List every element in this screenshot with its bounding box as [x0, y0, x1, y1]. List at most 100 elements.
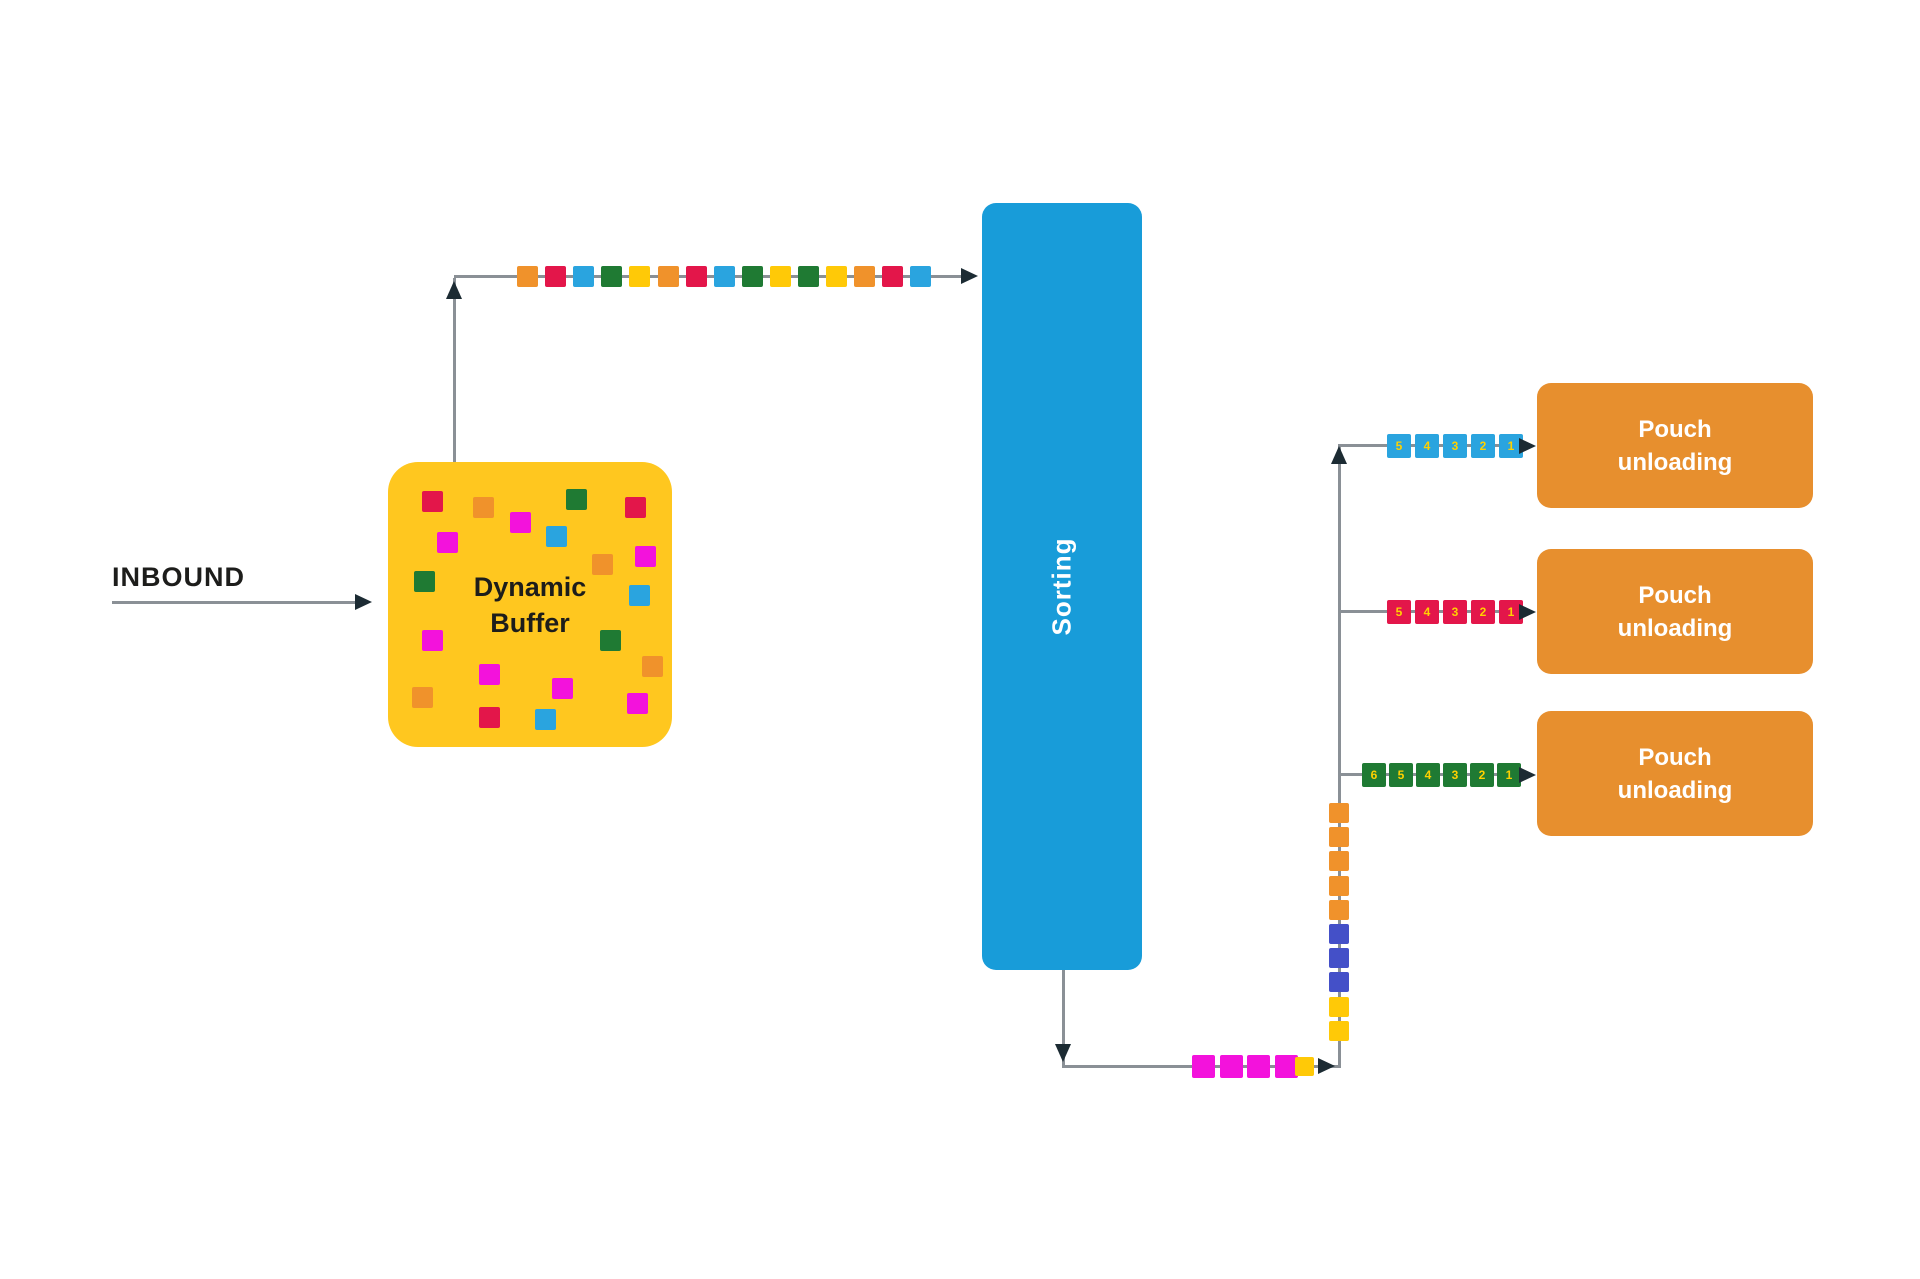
sorting-box: Sorting	[982, 203, 1142, 970]
conveyor-parcel-square	[658, 266, 679, 287]
numbered-parcel-square: 6	[1362, 763, 1386, 787]
buffer-parcel-square	[479, 707, 500, 728]
conveyor-parcel-square	[882, 266, 903, 287]
buffer-parcel-square	[635, 546, 656, 567]
queue-position-number: 2	[1479, 439, 1487, 453]
queue-position-number: 1	[1507, 605, 1515, 619]
buffer-parcel-square	[422, 630, 443, 651]
distribution-riser-line	[1338, 444, 1341, 1067]
pouch-unloading-box-1: Pouch unloading	[1537, 383, 1813, 508]
pouch-box-label-line1: Pouch	[1638, 581, 1712, 609]
queue-position-number: 4	[1423, 439, 1431, 453]
conveyor-parcel-square	[714, 266, 735, 287]
conveyor-parcel-square	[798, 266, 819, 287]
inbound-flow-line	[112, 601, 358, 604]
buffer-parcel-square	[412, 687, 433, 708]
numbered-parcel-square: 3	[1443, 763, 1467, 787]
riser-parcel-square	[1329, 1021, 1349, 1041]
buffer-parcel-square	[625, 497, 646, 518]
buffer-dots	[388, 462, 672, 747]
queue-position-number: 2	[1478, 768, 1486, 782]
riser-parcel-square	[1329, 924, 1349, 944]
numbered-parcel-square: 5	[1387, 600, 1411, 624]
riser-parcel-square	[1329, 900, 1349, 920]
riser-parcel-square	[1329, 876, 1349, 896]
conveyor-parcel-square	[770, 266, 791, 287]
conveyor-parcel-square	[573, 266, 594, 287]
conveyor-flow-line	[454, 275, 964, 278]
buffer-parcel-square	[592, 554, 613, 575]
buffer-parcel-square	[437, 532, 458, 553]
recirculation-parcel-square	[1295, 1057, 1314, 1076]
numbered-parcel-square: 2	[1471, 434, 1495, 458]
inbound-label: INBOUND	[112, 562, 245, 592]
pouch-unloading-box-2: Pouch unloading	[1537, 549, 1813, 674]
queue-position-number: 2	[1479, 605, 1487, 619]
buffer-outbound-line	[453, 278, 456, 462]
recirculation-parcel-square	[1247, 1055, 1270, 1078]
queue-position-number: 1	[1507, 439, 1515, 453]
conveyor-parcel-square	[910, 266, 931, 287]
buffer-parcel-square	[473, 497, 494, 518]
numbered-parcel-square: 5	[1389, 763, 1413, 787]
numbered-parcel-square: 5	[1387, 434, 1411, 458]
riser-parcel-square	[1329, 997, 1349, 1017]
pouch-box-label-line2: unloading	[1617, 614, 1733, 642]
buffer-parcel-square	[546, 526, 567, 547]
queue-position-number: 3	[1451, 605, 1459, 619]
queue-position-number: 5	[1397, 768, 1405, 782]
buffer-parcel-square	[422, 491, 443, 512]
buffer-parcel-square	[552, 678, 573, 699]
riser-parcel-square	[1329, 803, 1349, 823]
arrow-down-icon	[1055, 1044, 1071, 1062]
arrow-up-icon	[1331, 446, 1347, 464]
numbered-parcel-square: 3	[1443, 600, 1467, 624]
queue-position-number: 3	[1451, 439, 1459, 453]
buffer-parcel-square	[479, 664, 500, 685]
conveyor-parcel-square	[517, 266, 538, 287]
numbered-parcel-square: 2	[1470, 763, 1494, 787]
recirculation-parcel-square	[1275, 1055, 1298, 1078]
buffer-parcel-square	[642, 656, 663, 677]
arrow-right-icon	[1519, 767, 1536, 783]
sorting-label: Sorting	[1046, 537, 1077, 636]
riser-parcel-square	[1329, 948, 1349, 968]
buffer-parcel-square	[414, 571, 435, 592]
buffer-parcel-square	[566, 489, 587, 510]
numbered-parcel-square: 4	[1416, 763, 1440, 787]
pouch-unloading-box-3: Pouch unloading	[1537, 711, 1813, 836]
buffer-label-line2: Buffer	[490, 607, 570, 638]
conveyor-parcel-square	[826, 266, 847, 287]
conveyor-parcel-square	[854, 266, 875, 287]
riser-parcel-square	[1329, 972, 1349, 992]
pouch-box-label-line2: unloading	[1617, 776, 1733, 804]
arrow-right-icon	[1519, 438, 1536, 454]
buffer-label-line1: Dynamic	[473, 571, 587, 602]
conveyor-parcel-square	[545, 266, 566, 287]
arrow-right-icon	[355, 594, 372, 610]
buffer-parcel-square	[627, 693, 648, 714]
pouch-box-label-line1: Pouch	[1638, 743, 1712, 771]
queue-position-number: 4	[1424, 768, 1432, 782]
arrow-right-icon	[1318, 1058, 1335, 1074]
pouch-box-label-line2: unloading	[1617, 448, 1733, 476]
buffer-parcel-square	[600, 630, 621, 651]
numbered-parcel-square: 4	[1415, 434, 1439, 458]
buffer-parcel-square	[535, 709, 556, 730]
queue-position-number: 4	[1423, 605, 1431, 619]
dynamic-buffer-box: Dynamic Buffer	[388, 462, 672, 747]
conveyor-parcel-square	[742, 266, 763, 287]
dynamic-buffer-label: Dynamic Buffer	[388, 462, 672, 747]
buffer-parcel-square	[629, 585, 650, 606]
queue-position-number: 1	[1505, 768, 1513, 782]
buffer-parcel-square	[510, 512, 531, 533]
numbered-parcel-square: 4	[1415, 600, 1439, 624]
conveyor-parcel-square	[686, 266, 707, 287]
queue-position-number: 6	[1370, 768, 1378, 782]
recirculation-parcel-square	[1192, 1055, 1215, 1078]
riser-parcel-square	[1329, 827, 1349, 847]
arrow-right-icon	[1519, 604, 1536, 620]
queue-position-number: 5	[1395, 605, 1403, 619]
sorting-exit-line	[1062, 970, 1065, 1067]
